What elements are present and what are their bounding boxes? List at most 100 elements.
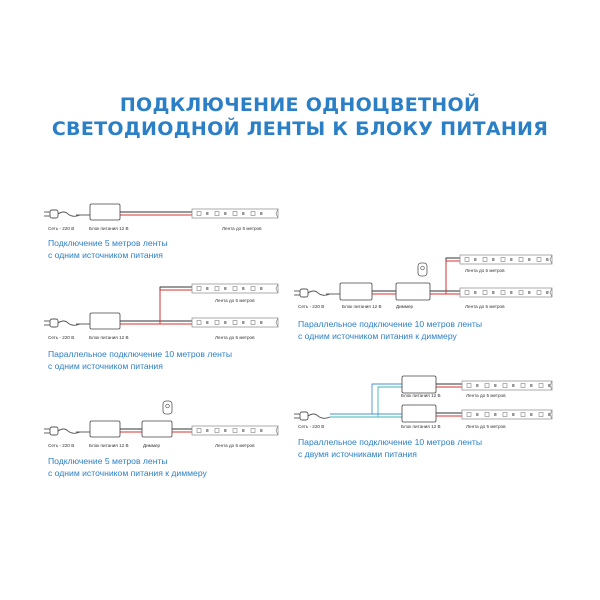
led-chip — [502, 412, 508, 417]
plug-icon — [44, 318, 81, 328]
wire-negative — [159, 286, 192, 321]
led-strip — [459, 254, 553, 265]
power-supply — [401, 375, 437, 394]
resistor — [548, 384, 551, 387]
resistor — [512, 413, 515, 416]
page-title-line-1: ПОДКЛЮЧЕНИЕ ОДНОЦВЕТНОЙ — [119, 94, 481, 116]
caption-1-line-2: с одним источником питания — [48, 250, 163, 260]
resistor — [494, 384, 497, 387]
strip-end — [275, 317, 279, 328]
mains-cord — [57, 211, 81, 217]
strip-end — [549, 380, 553, 391]
led-chip — [518, 290, 524, 295]
label-mains: Сеть - 220 В — [48, 443, 75, 448]
led-chip — [214, 211, 220, 216]
led-chip — [464, 257, 470, 262]
caption-2-line-1: Параллельное подключение 10 метров ленты — [48, 349, 233, 359]
caption-5-line-2: с двумя источниками питания — [298, 449, 417, 459]
label-mains: Сеть - 220 В — [48, 226, 75, 231]
resistor — [260, 321, 263, 324]
resistor — [528, 258, 531, 261]
label-mains: Сеть - 220 В — [298, 424, 325, 429]
label-strip: Лента до 5 метров — [465, 304, 505, 309]
power-supply — [89, 312, 121, 330]
strip-end — [549, 254, 553, 265]
resistor — [510, 291, 513, 294]
led-chip — [482, 257, 488, 262]
plug-icon — [294, 288, 331, 298]
strip-end — [275, 425, 279, 436]
led-chip — [500, 257, 506, 262]
led-chip — [214, 320, 220, 325]
plug-icon — [44, 209, 81, 219]
caption-4-line-2: с одним источником питания к диммеру — [298, 331, 457, 341]
resistor — [476, 413, 479, 416]
plug-body — [299, 411, 309, 421]
plug-icon — [44, 426, 81, 436]
resistor — [224, 212, 227, 215]
caption-3-line-1: Подключение 5 метров ленты — [48, 456, 168, 466]
power-supply — [401, 404, 437, 423]
strip-end — [275, 208, 279, 219]
label-psu: Блок питания 12 В — [401, 424, 441, 429]
led-strip — [461, 380, 553, 391]
label-psu: Блок питания 12 В — [342, 304, 382, 309]
led-chip — [464, 290, 470, 295]
caption-1-line-1: Подключение 5 метров ленты — [48, 238, 168, 248]
resistor — [494, 413, 497, 416]
remote-button — [420, 265, 425, 271]
led-chip — [232, 428, 238, 433]
remote-icon — [417, 262, 428, 277]
resistor — [260, 429, 263, 432]
resistor — [206, 321, 209, 324]
label-strip: Лента до 5 метров — [222, 226, 262, 231]
resistor — [512, 384, 515, 387]
led-chip — [214, 428, 220, 433]
led-chip — [520, 412, 526, 417]
resistor — [242, 212, 245, 215]
led-chip — [196, 286, 202, 291]
dimmer — [395, 282, 431, 301]
strip-end — [549, 287, 553, 298]
mains-cord — [57, 320, 81, 326]
strip-body — [459, 254, 553, 265]
plug-icon — [294, 411, 331, 421]
led-chip — [232, 211, 238, 216]
led-strip — [191, 317, 279, 328]
label-psu: Блок питания 12 В — [89, 226, 129, 231]
resistor — [260, 212, 263, 215]
led-chip — [538, 383, 544, 388]
label-strip: Лента до 5 метров — [465, 268, 505, 273]
plug-body — [49, 426, 59, 436]
led-chip — [196, 211, 202, 216]
led-chip — [250, 320, 256, 325]
resistor — [530, 384, 533, 387]
led-chip — [232, 320, 238, 325]
led-chip — [196, 428, 202, 433]
plug-body — [299, 288, 309, 298]
resistor — [206, 212, 209, 215]
strip-end — [275, 283, 279, 294]
wire-negative — [445, 257, 460, 291]
resistor — [224, 429, 227, 432]
resistor — [492, 258, 495, 261]
resistor — [224, 321, 227, 324]
resistor — [530, 413, 533, 416]
led-chip — [500, 290, 506, 295]
strip-body — [459, 287, 553, 298]
led-chip — [196, 320, 202, 325]
led-strips — [191, 208, 553, 436]
led-chip — [520, 383, 526, 388]
resistor — [224, 287, 227, 290]
label-psu: Блок питания 12 В — [89, 335, 129, 340]
resistor — [546, 258, 549, 261]
wire-positive — [445, 260, 460, 294]
resistor — [206, 429, 209, 432]
resistor — [242, 321, 245, 324]
plug-body — [49, 318, 59, 328]
label-strip: Лента до 5 метров — [466, 393, 506, 398]
resistor — [548, 413, 551, 416]
caption-4-line-1: Параллельное подключение 10 метров ленты — [298, 319, 483, 329]
led-strip — [459, 287, 553, 298]
